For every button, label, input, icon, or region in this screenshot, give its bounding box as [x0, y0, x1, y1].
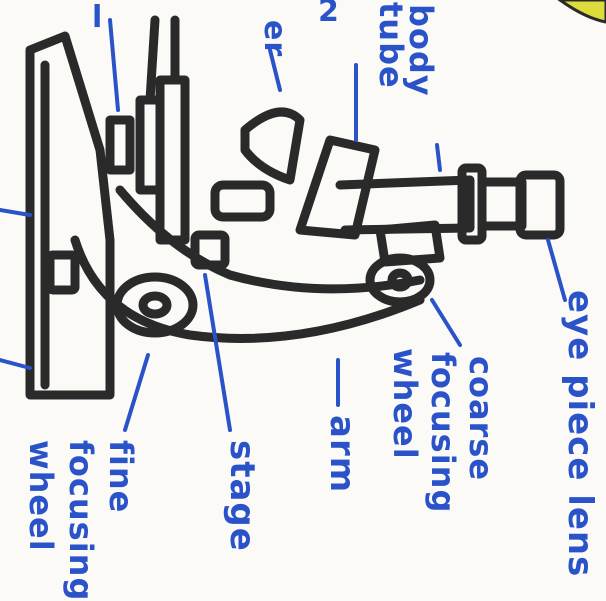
pointer-left-2 — [0, 358, 32, 370]
pointer-coarse-focusing-wheel — [430, 298, 462, 347]
highlight-mark — [557, 0, 606, 24]
base-foot — [45, 250, 80, 295]
microscope-base — [25, 31, 115, 400]
label-stage: stage — [222, 440, 262, 552]
pointer-top-1 — [108, 18, 120, 112]
label-arm: arm — [322, 415, 362, 494]
objective-lens — [240, 107, 305, 185]
coarse-knob-housing — [375, 220, 445, 267]
stage-post — [105, 115, 135, 175]
pointer-stage — [203, 273, 232, 432]
fine-focusing-wheel — [112, 272, 198, 338]
body-tube — [295, 135, 380, 240]
label-fine-line3: wheel — [22, 440, 60, 552]
label-top-partial-2: er — [257, 20, 292, 58]
label-body-tube-line2: tube — [372, 2, 410, 89]
coarse-focusing-wheel-center — [387, 268, 413, 292]
pointer-tube-2 — [435, 143, 442, 172]
label-fine-line2: focusing — [62, 440, 100, 601]
pointer-top-2 — [268, 48, 282, 92]
eyepiece-cap — [515, 170, 565, 240]
microscope-arm — [70, 235, 425, 343]
label-fine-line1: fine — [102, 440, 140, 514]
label-coarse-line3: wheel — [386, 348, 424, 460]
label-coarse-line1: coarse — [462, 356, 500, 482]
pointer-fine-focusing-wheel — [123, 353, 150, 432]
stage-tower — [155, 75, 190, 245]
label-eyepiece-lens: eye piece lens — [560, 290, 600, 578]
stage-knob — [190, 230, 230, 270]
label-top-partial-3: 2 — [318, 0, 340, 29]
pointer-eyepiece-lens — [546, 238, 567, 302]
stage-rod-2 — [145, 15, 160, 105]
microscope-arm-inner — [115, 185, 425, 294]
fine-focusing-wheel-center — [138, 291, 172, 319]
label-coarse-line2: focusing — [424, 352, 462, 514]
pointer-left-1 — [0, 208, 32, 217]
label-top-partial-1: l — [92, 0, 104, 35]
objective-small — [210, 180, 275, 222]
